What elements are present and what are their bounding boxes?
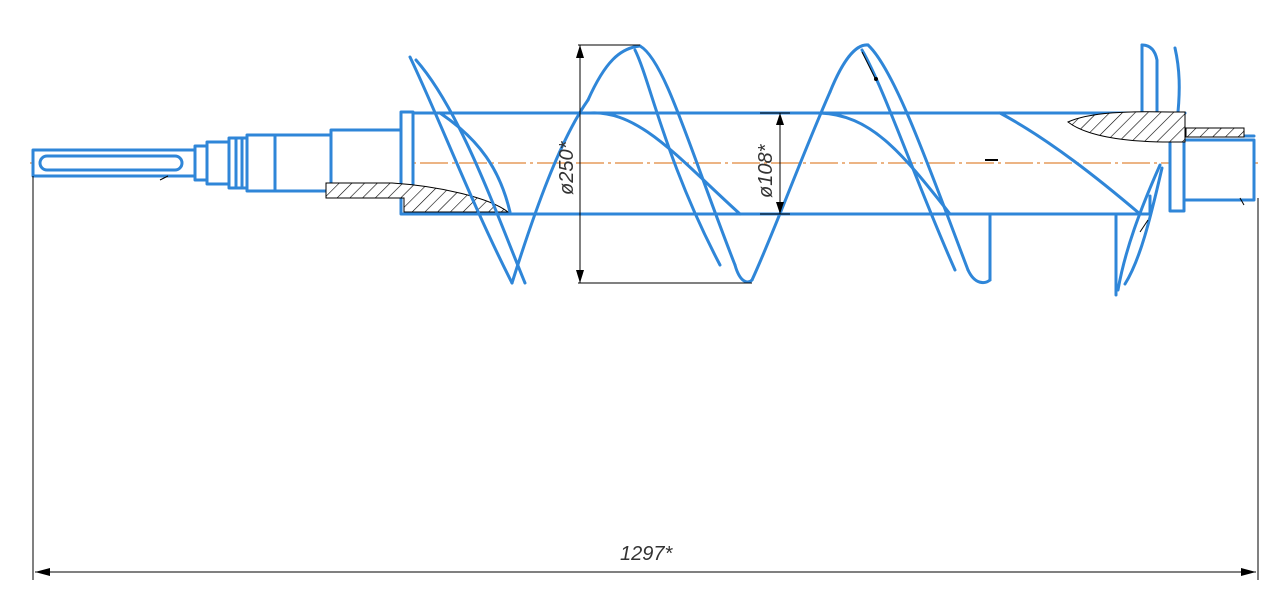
- shaft-diameter-dimension: [760, 112, 790, 215]
- leader-marks: [159, 51, 1245, 233]
- right-hatched-strip: [1185, 127, 1245, 138]
- helical-flights: [408, 43, 1164, 297]
- overall-length-label: 1297*: [620, 543, 673, 565]
- right-hatched-section: [1067, 111, 1186, 143]
- outer-diameter-dimension: [576, 44, 752, 284]
- keyway: [38, 154, 184, 172]
- drive-shaft: [31, 110, 415, 216]
- left-hatched-section: [325, 182, 510, 213]
- overall-length-dimension: [32, 176, 1259, 580]
- shaft-diameter-label: ø108*: [755, 143, 777, 198]
- outer-diameter-label: ø250*: [556, 140, 578, 195]
